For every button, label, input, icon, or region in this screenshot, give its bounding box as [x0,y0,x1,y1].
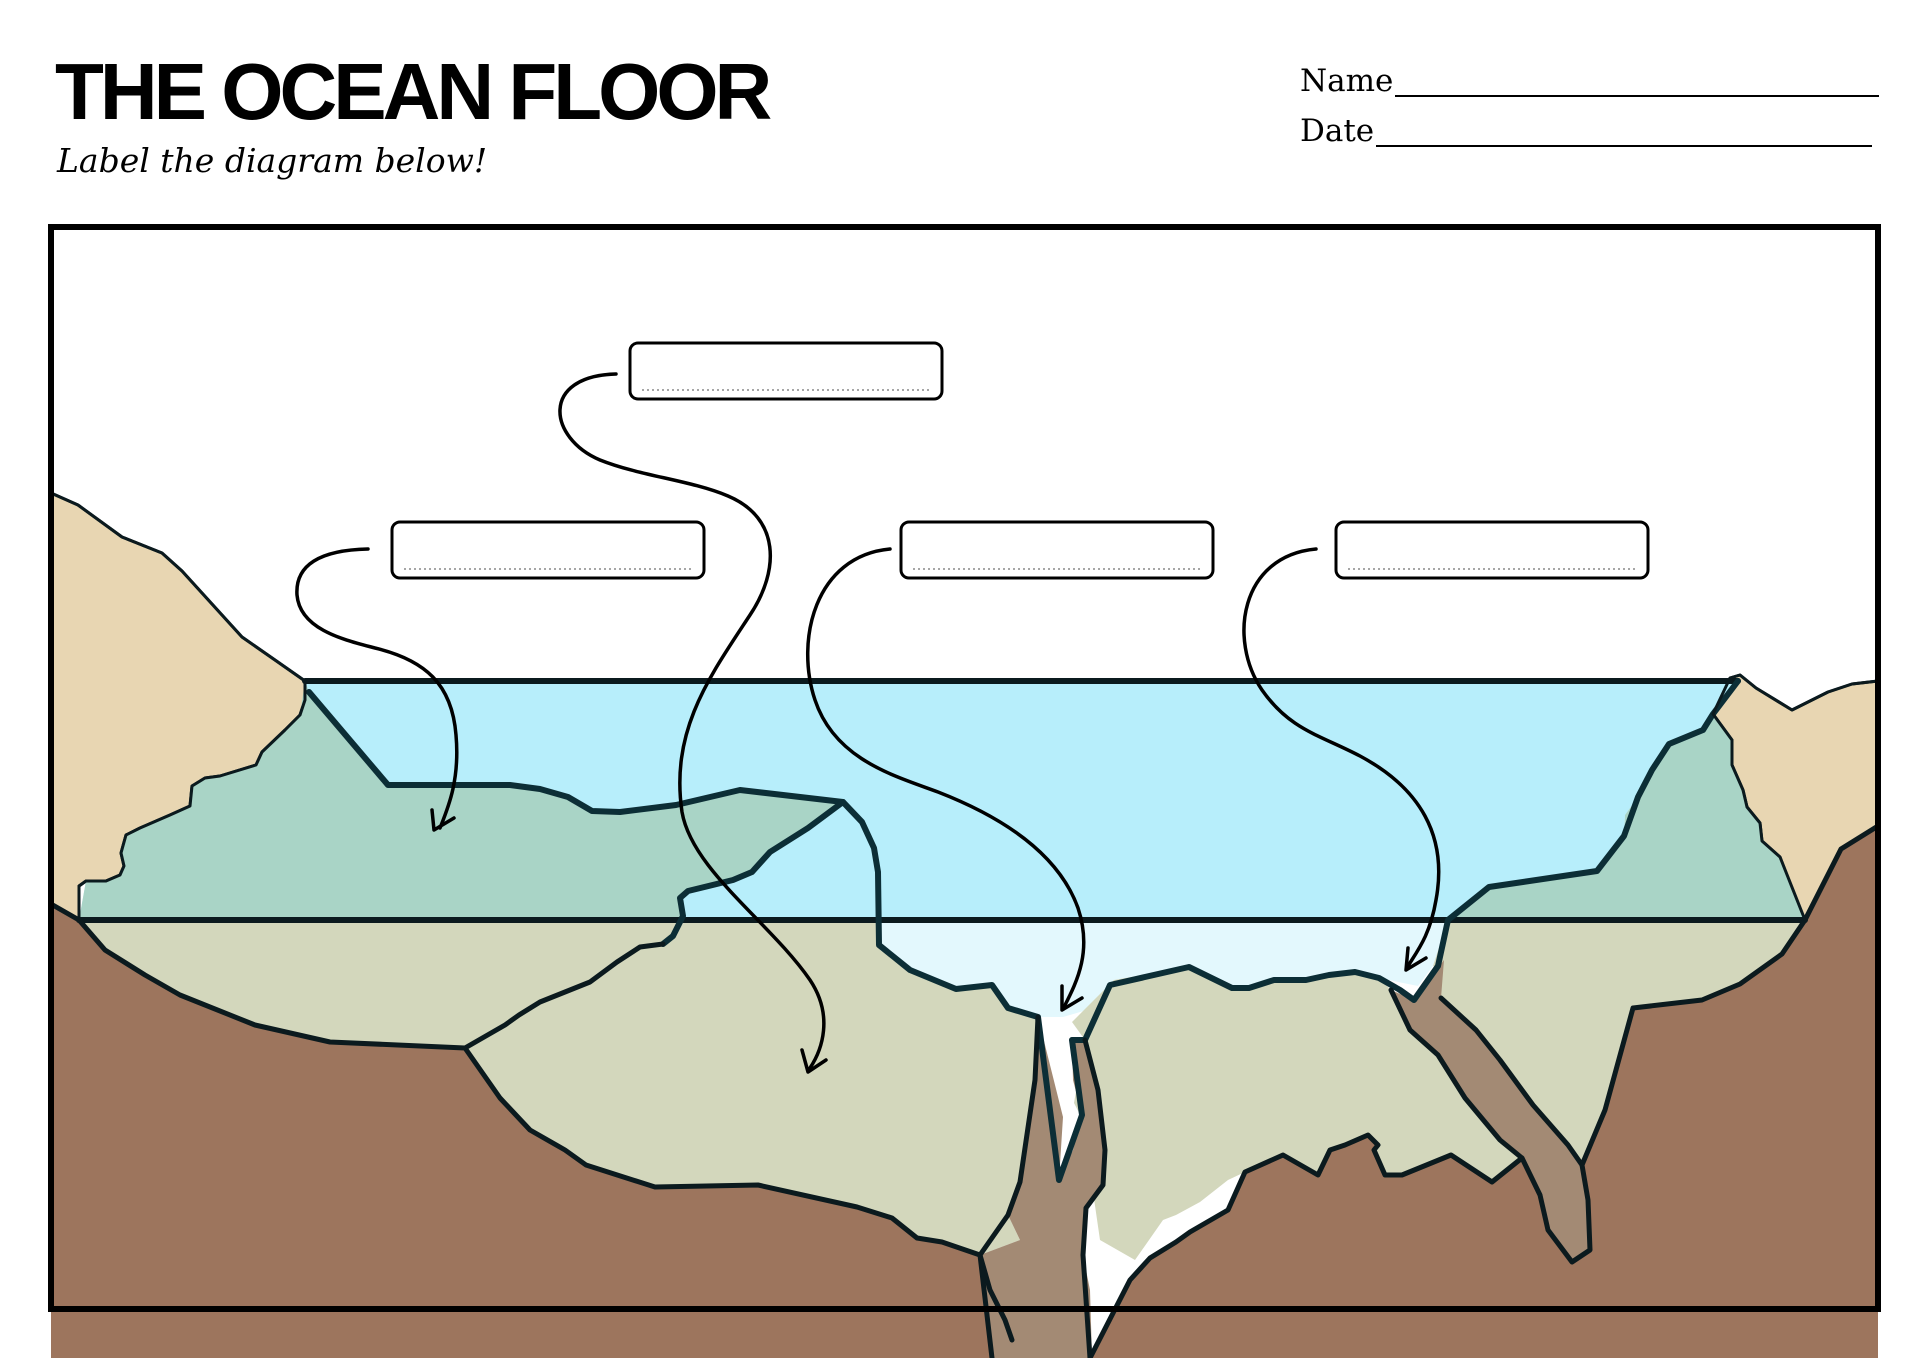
ridge-outline [1087,823,1881,1358]
diagram-frame [48,224,1881,1312]
continental-shelf-right [1448,681,1805,920]
land-left-outline [49,491,307,922]
deep-water [880,920,1448,1017]
sediment-layer [79,920,680,1048]
trench-right-wall [1080,1037,1108,1358]
date-field[interactable]: Date [1300,113,1873,149]
label-box-center[interactable] [899,520,1215,580]
sediment-outline [48,901,1015,1343]
label-box-left[interactable] [390,520,706,580]
page-subtitle: Label the diagram below! [57,141,488,180]
arrow-top-center [558,372,828,1074]
label-box-right[interactable] [1334,520,1650,580]
land-right-outline [1711,673,1880,922]
name-label: Name [1300,63,1394,99]
earth-crust-left [51,904,1014,1358]
name-field[interactable]: Name [1300,63,1880,99]
trench-left-wall [977,1014,1041,1358]
magma-vent-trench [980,1017,1105,1358]
arrow-center [806,547,1086,1012]
label-box-top-center[interactable] [628,341,944,401]
right-slope-sediment [1433,920,1805,1165]
vent-right-outline [1388,987,1585,1168]
shelf-edge-left [660,799,846,947]
arrow-right [1242,547,1441,972]
date-input-line[interactable] [1376,117,1873,147]
magma-vent-right [1391,960,1590,1262]
plain-outline [462,941,666,1051]
page-title: THE OCEAN FLOOR [55,47,772,136]
continental-shelf-left [79,681,843,920]
arrow-left [295,547,459,832]
ridge-sediment [1072,967,1522,1260]
name-input-line[interactable] [1395,67,1880,97]
date-label: Date [1300,113,1375,149]
earth-crust-right [1092,826,1878,1358]
